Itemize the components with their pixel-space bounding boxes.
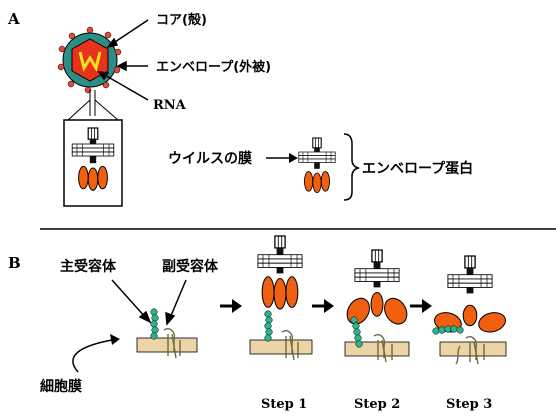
core-label: コア(殻) xyxy=(156,12,207,28)
step-3-illustration xyxy=(432,255,507,365)
step-1-label: Step 1 xyxy=(261,397,307,412)
step-1-illustration xyxy=(249,235,313,361)
step-arrows xyxy=(220,299,432,313)
virus-membrane-arrowhead xyxy=(289,153,298,163)
primary-receptor-label: 主受容体 xyxy=(60,258,117,275)
envelope-label: エンベロープ(外被) xyxy=(156,59,271,75)
panel-b-letter: B xyxy=(8,254,21,272)
cell-membrane-initial xyxy=(136,308,198,359)
step-3-label: Step 3 xyxy=(446,397,492,412)
virion-leader-lines xyxy=(97,19,149,101)
envelope-protein-illustration xyxy=(298,137,336,194)
virion-illustration xyxy=(57,26,122,121)
virus-membrane-label: ウイルスの膜 xyxy=(168,150,252,167)
rna-label: RNA xyxy=(153,98,187,113)
step-2-illustration xyxy=(344,249,410,363)
envelope-protein-label: エンベロープ蛋白 xyxy=(362,160,473,177)
envelope-protein-brace xyxy=(343,133,361,201)
cell-membrane-arrowhead xyxy=(110,334,120,345)
panel-a-letter: A xyxy=(7,10,20,28)
receptor-leader-lines xyxy=(111,279,187,326)
cell-membrane-arrow xyxy=(72,339,113,373)
cell-membrane-label: 細胞膜 xyxy=(40,378,82,395)
secondary-receptor-label: 副受容体 xyxy=(162,258,219,275)
step-2-label: Step 2 xyxy=(354,397,400,412)
inset-envelope-protein xyxy=(71,127,115,191)
